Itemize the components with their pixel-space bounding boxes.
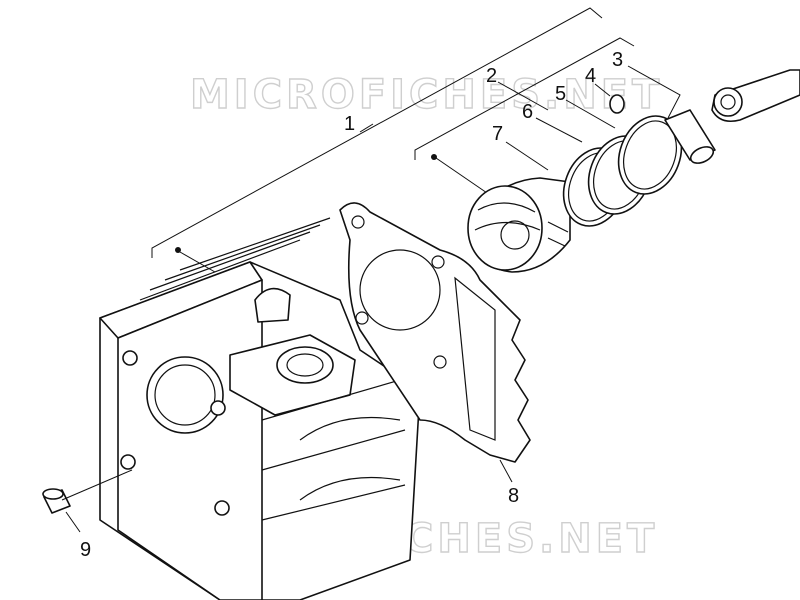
leader-part-9-line — [61, 469, 133, 501]
cylinder-block — [99, 217, 421, 600]
callout-9: 9 — [80, 539, 91, 561]
leader-piston-group — [435, 157, 491, 196]
circlip — [609, 94, 625, 114]
leader-part-1 — [359, 123, 374, 133]
connecting-rod — [711, 69, 800, 123]
dowel-pin — [42, 488, 71, 514]
leader-part-8 — [499, 459, 513, 483]
piston-ring-3 — [617, 115, 683, 195]
callout-1: 1 — [344, 113, 355, 135]
callout-7: 7 — [492, 123, 503, 145]
watermark-top: MICROFICHES.NET — [190, 72, 663, 118]
leader-part-2 — [497, 81, 549, 111]
base-gasket — [339, 202, 531, 463]
bracket-part-1 — [151, 7, 603, 258]
bracket-piston-group — [414, 37, 635, 160]
callout-2: 2 — [486, 65, 497, 87]
piston-pin — [664, 109, 716, 164]
callout-8: 8 — [508, 485, 519, 507]
leader-part-4 — [594, 83, 611, 97]
leader-part-7 — [505, 141, 549, 171]
piston — [467, 177, 571, 273]
bracket-dot-1 — [175, 247, 181, 253]
leader-part-5 — [565, 99, 616, 129]
leader-part-3 — [627, 65, 681, 119]
callout-3: 3 — [612, 49, 623, 71]
callout-6: 6 — [522, 101, 533, 123]
leader-part-6 — [535, 117, 583, 143]
callout-4: 4 — [585, 65, 596, 87]
leader-part-9 — [65, 511, 81, 533]
bracket-dot-2 — [431, 154, 437, 160]
callout-5: 5 — [555, 83, 566, 105]
